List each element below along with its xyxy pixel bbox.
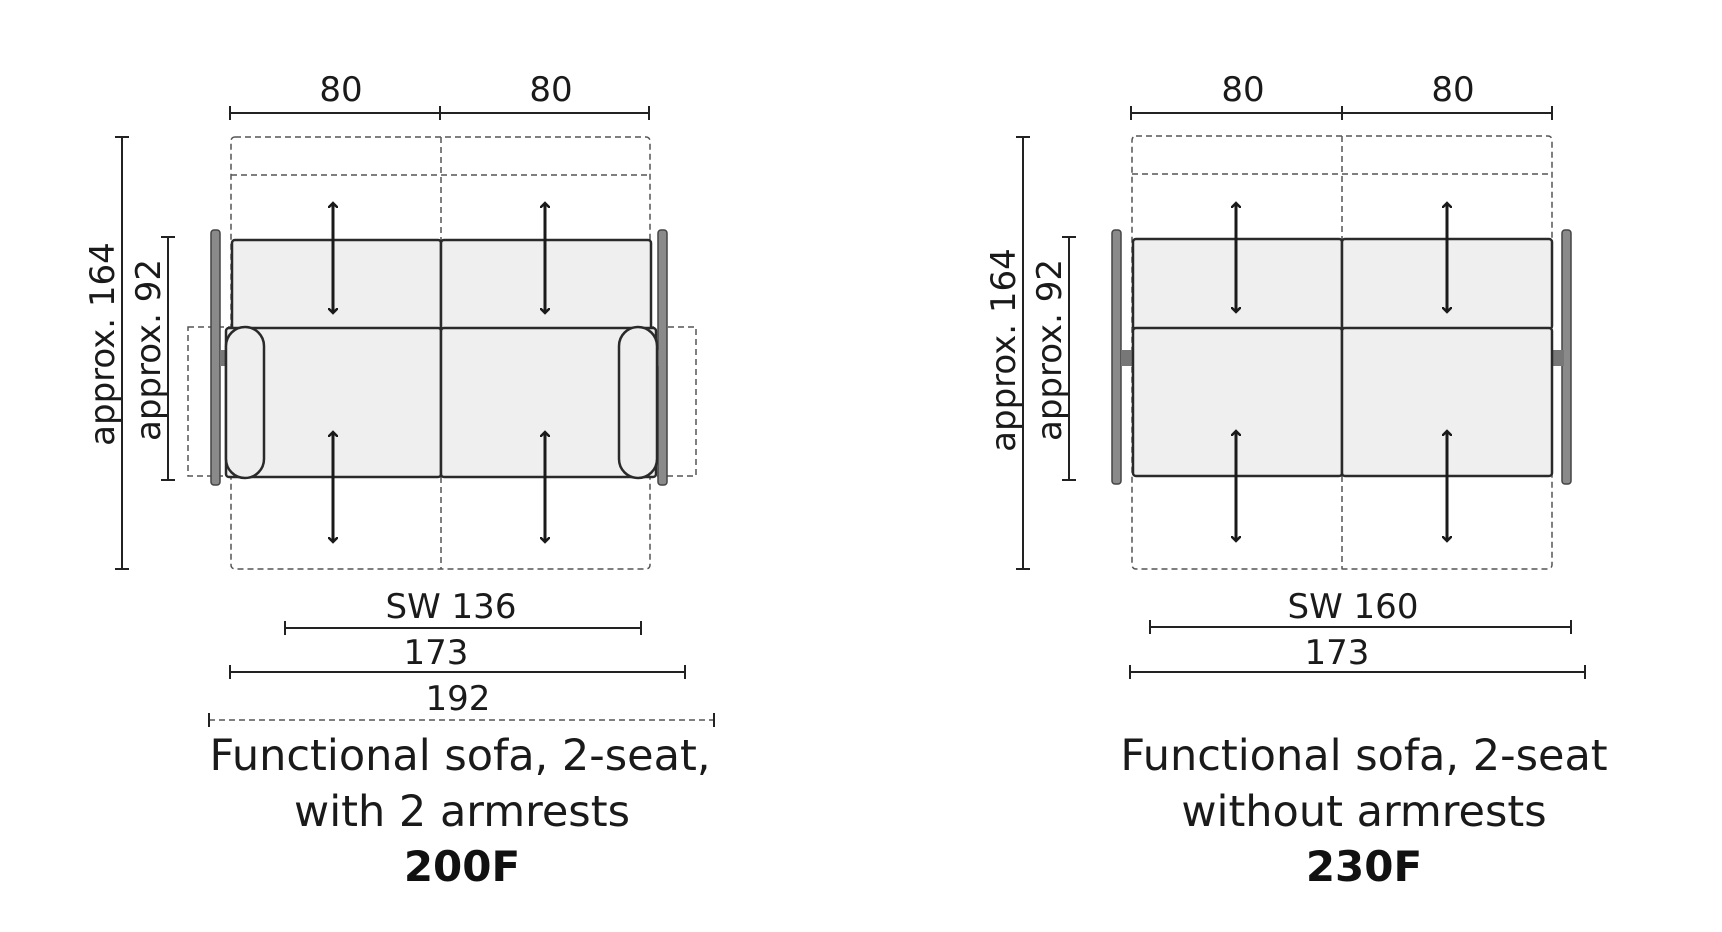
width-192-label: 192: [426, 679, 491, 719]
width-192-line: [208, 713, 715, 727]
top-dimension-line: [1130, 106, 1553, 120]
model-number: 230F: [1306, 842, 1422, 891]
seat-width-line: [284, 621, 642, 635]
top-dim-right: 80: [1431, 70, 1474, 110]
width-173-line: [229, 665, 686, 679]
armrest-left: [210, 229, 221, 486]
height-dimension-inner: [1062, 236, 1076, 481]
sofa-200f: 80 80 approx. 164 approx. 92: [83, 70, 715, 891]
top-dim-right: 80: [529, 70, 572, 110]
width-173-line: [1129, 665, 1586, 679]
height-dimension-outer: [115, 136, 129, 570]
seat-width-label: SW 136: [386, 587, 517, 627]
caption-line-2: without armrests: [1181, 787, 1546, 837]
side-support-left-connector: [1121, 350, 1133, 366]
bolster-left: [224, 325, 266, 480]
height-inner-label: approx. 92: [1030, 259, 1070, 441]
top-dim-left: 80: [1221, 70, 1264, 110]
seat-width-line: [1149, 620, 1572, 634]
caption-line-1: Functional sofa, 2-seat: [1120, 731, 1607, 781]
width-173-label: 173: [1305, 633, 1370, 673]
side-support-left: [1111, 229, 1122, 485]
height-dimension-inner: [161, 236, 175, 481]
top-dim-left: 80: [319, 70, 362, 110]
sofa-230f: 80 80 approx. 164 approx. 92: [984, 70, 1608, 891]
back-cushion-left: [230, 238, 443, 332]
height-outer-label: approx. 164: [83, 242, 123, 446]
caption-line-1: Functional sofa, 2-seat,: [209, 731, 710, 781]
top-dimension-line: [229, 106, 650, 120]
seat-width-label: SW 160: [1288, 587, 1419, 627]
height-dimension-outer: [1016, 136, 1030, 570]
height-inner-label: approx. 92: [129, 259, 169, 441]
side-support-right-connector: [1552, 350, 1564, 366]
armrest-right: [657, 229, 668, 486]
model-number: 200F: [404, 842, 520, 891]
caption-line-2: with 2 armrests: [294, 787, 630, 837]
bolster-right: [617, 325, 659, 480]
width-173-label: 173: [404, 633, 469, 673]
height-outer-label: approx. 164: [984, 248, 1024, 452]
